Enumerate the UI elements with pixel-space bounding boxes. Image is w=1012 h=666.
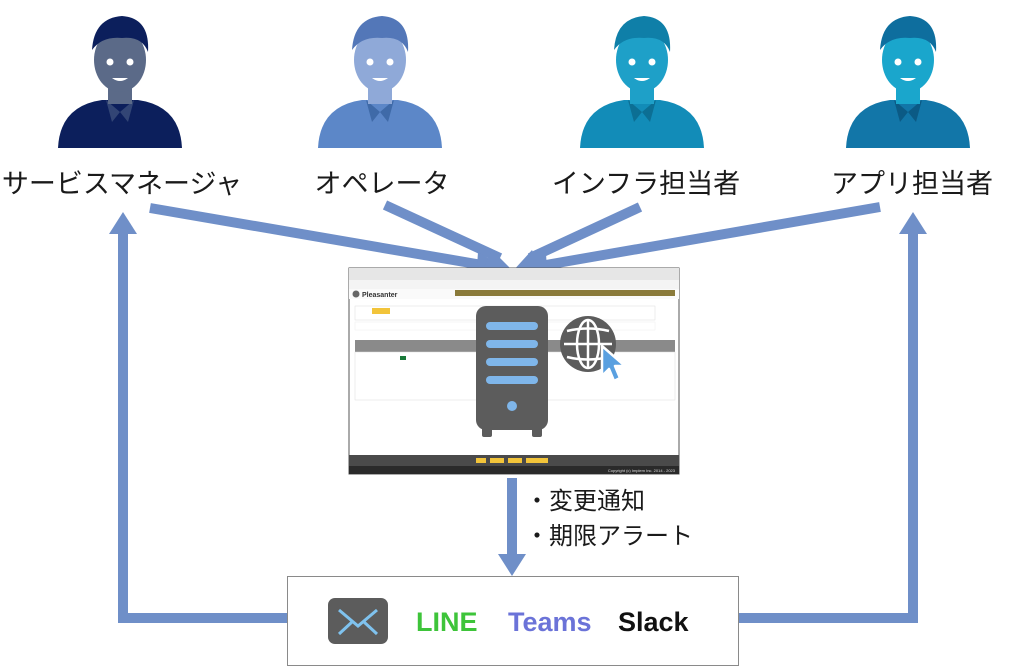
person-icon-app	[838, 8, 978, 148]
channel-slack: Slack	[618, 607, 689, 637]
role-label-operator: オペレータ	[314, 169, 450, 200]
app-name: Pleasanter	[362, 292, 398, 299]
role-label-app: アプリ担当者	[831, 169, 993, 200]
arrow-operator	[382, 200, 503, 263]
channels-box: LINE Teams Slack	[287, 576, 739, 666]
person-icon-service-manager	[50, 8, 190, 148]
cursor-icon	[600, 344, 627, 383]
server-icon	[476, 306, 548, 437]
notification-list: ・変更通知 ・期限アラート	[525, 484, 693, 554]
arrow-app	[539, 202, 881, 271]
arrow-return-left	[118, 232, 287, 623]
arrow-infra	[527, 202, 643, 263]
person-icon-operator	[310, 8, 450, 148]
copyright-text: Copyright (c) Implem Inc. 2014 - 2023	[608, 468, 676, 473]
notification-item: ・変更通知	[525, 487, 645, 515]
role-to-system-arrows	[149, 200, 881, 271]
notification-item: ・期限アラート	[525, 522, 693, 550]
arrowhead-down	[498, 554, 526, 576]
arrowhead-right-up	[899, 212, 927, 234]
mail-icon	[328, 598, 388, 644]
arrow-service-manager	[149, 203, 489, 271]
role-label-service-manager: サービスマネージャ	[1, 169, 243, 200]
arrowhead	[482, 250, 512, 272]
arrow-return-right	[739, 232, 918, 623]
person-icon-infra	[572, 8, 712, 148]
role-label-infra: インフラ担当者	[551, 169, 741, 200]
channel-line: LINE	[416, 607, 478, 637]
channel-teams: Teams	[508, 607, 592, 637]
arrowhead-left-up	[109, 212, 137, 234]
